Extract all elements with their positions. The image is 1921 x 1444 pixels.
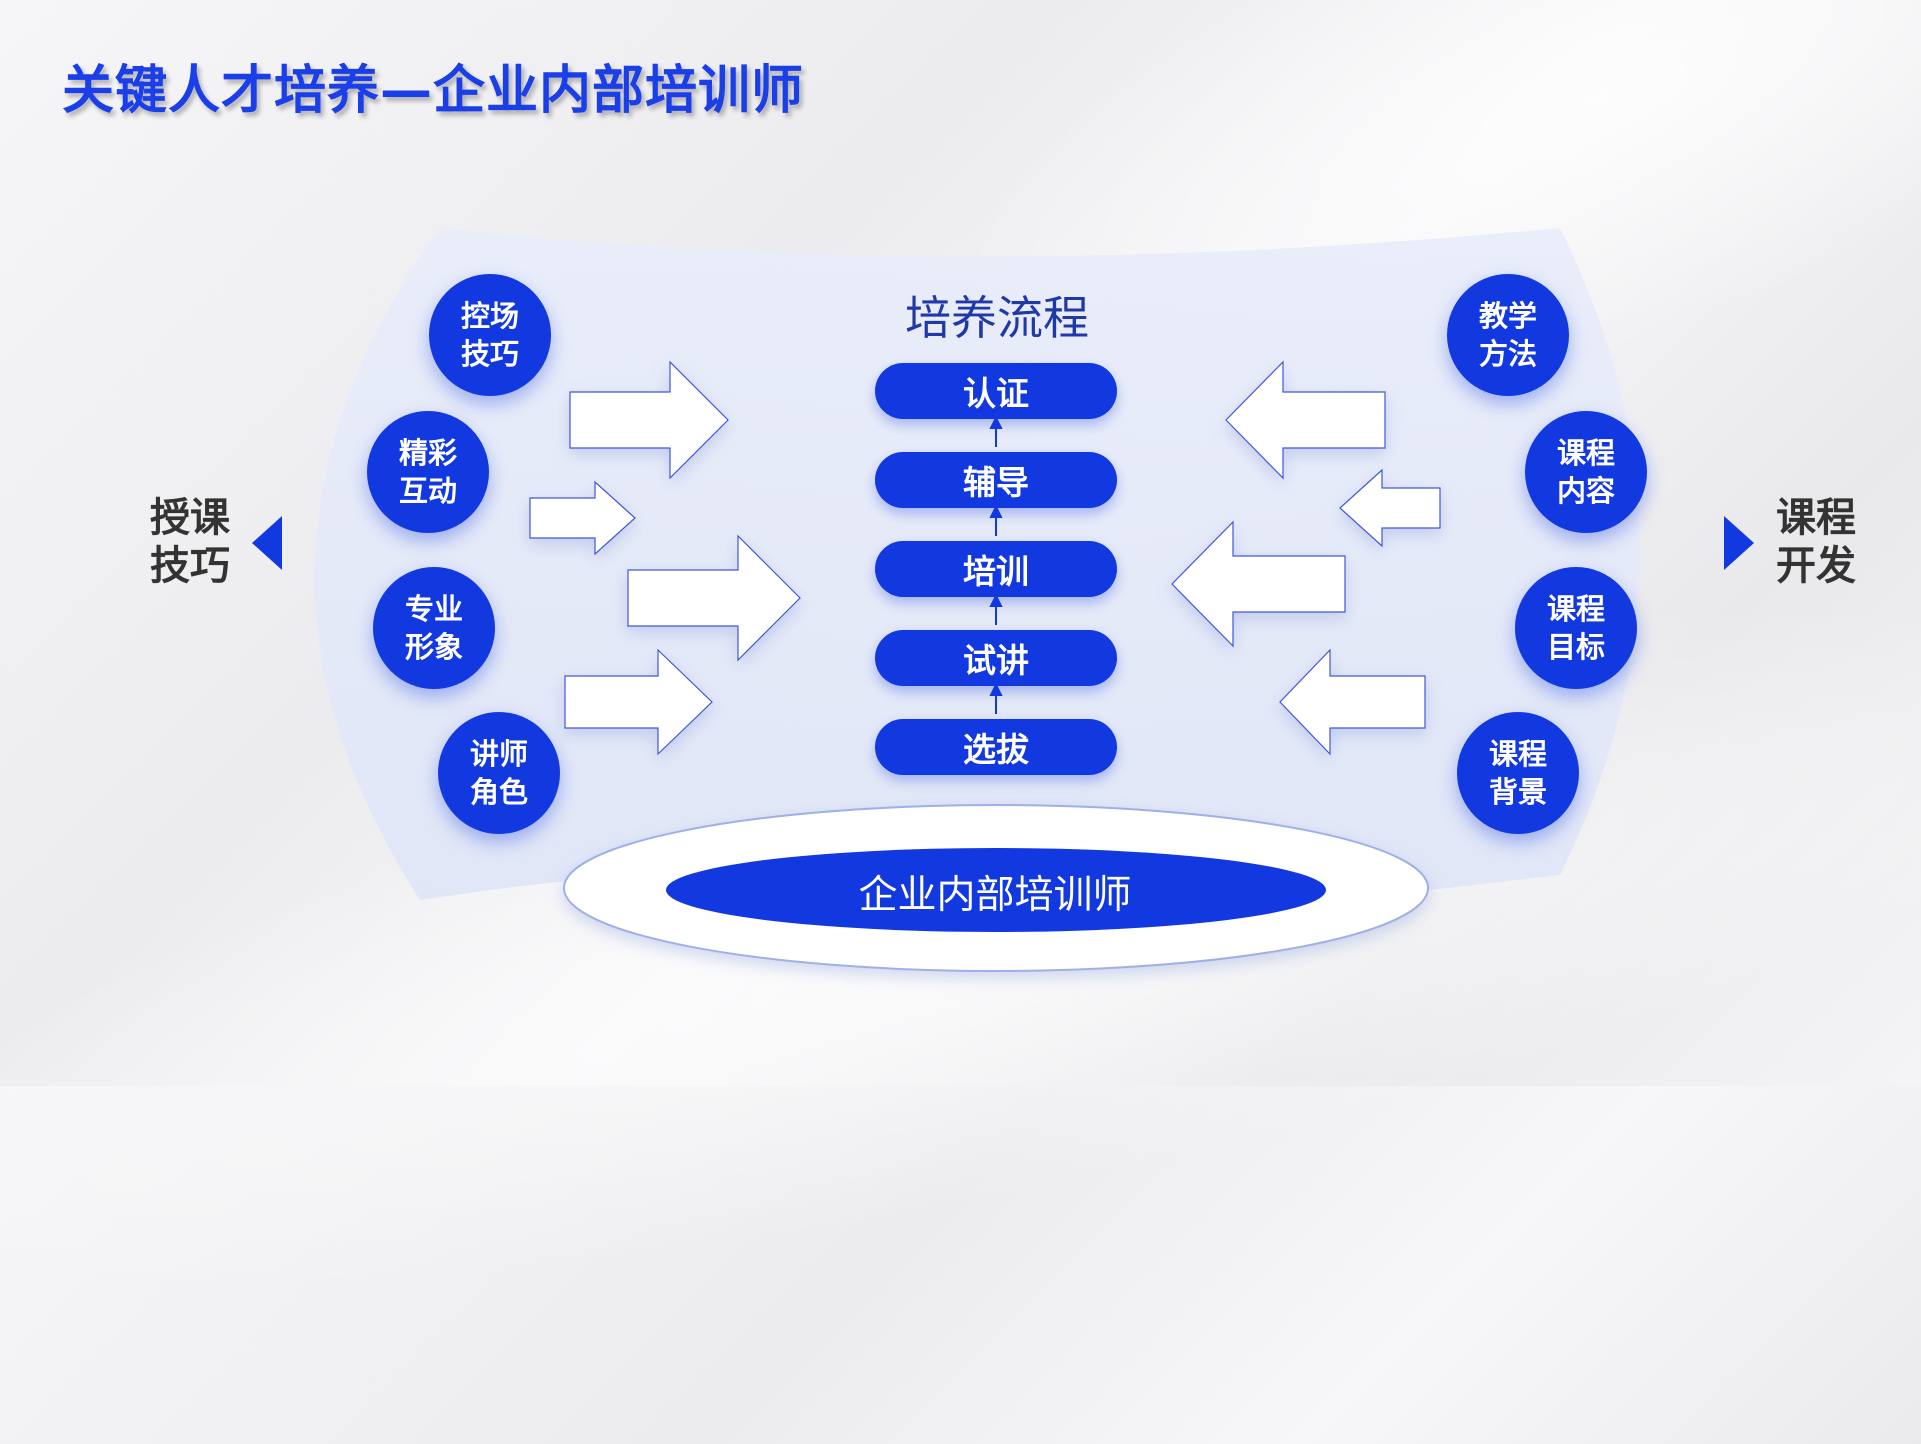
page-title: 关键人才培养—企业内部培训师 <box>62 61 805 121</box>
dev-circle-method: 教学方法 <box>1447 274 1569 396</box>
dev-circle-background: 课程背景 <box>1457 712 1579 834</box>
arrow-left-1 <box>1225 360 1386 480</box>
skill-circle-control: 控场技巧 <box>429 274 551 396</box>
skill-circle-interaction: 精彩互动 <box>367 411 489 533</box>
arrow-right-3 <box>627 534 801 662</box>
arrow-right-1 <box>569 360 729 480</box>
skill-circle-role: 讲师角色 <box>438 712 560 834</box>
arrow-left-3 <box>1171 520 1346 648</box>
flow-step-trial-lecture: 试讲 <box>875 630 1117 686</box>
left-side-label: 授课技巧 <box>150 495 230 589</box>
flow-step-coaching: 辅导 <box>875 452 1117 508</box>
flow-step-certification: 认证 <box>875 363 1117 419</box>
arrow-right-2 <box>529 480 636 556</box>
flow-step-training: 培训 <box>875 541 1117 597</box>
dev-circle-goal: 课程目标 <box>1515 567 1637 689</box>
skill-circle-image: 专业形象 <box>373 567 495 689</box>
arrow-left-4 <box>1279 648 1426 756</box>
triangle-right-icon <box>1724 516 1754 570</box>
base-label: 企业内部培训师 <box>858 873 1132 918</box>
dev-circle-content: 课程内容 <box>1525 411 1647 533</box>
arrow-right-4 <box>564 648 713 756</box>
base-ellipse-inner <box>666 848 1326 932</box>
flow-step-selection: 选拔 <box>875 719 1117 775</box>
flow-title: 培养流程 <box>905 291 1089 345</box>
triangle-left-icon <box>252 516 282 570</box>
right-side-label: 课程开发 <box>1776 495 1856 589</box>
arrow-left-2 <box>1339 468 1441 548</box>
